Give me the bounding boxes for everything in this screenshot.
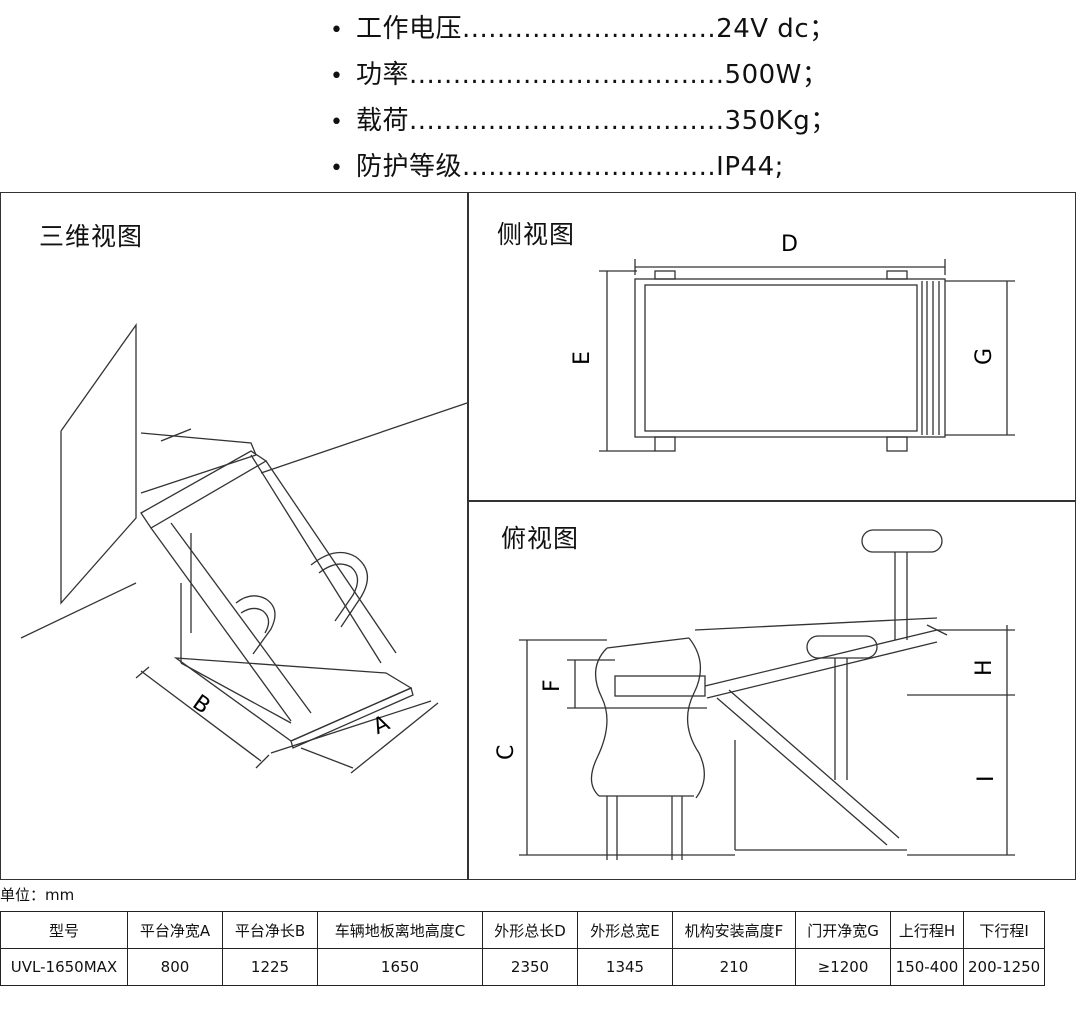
dim-label-f: F — [540, 679, 565, 692]
cell-height-f: 210 — [672, 948, 796, 986]
spec-load: 载荷....................................35… — [330, 98, 837, 144]
cell-length-b: 1225 — [222, 948, 318, 986]
col-header-down-i: 下行程I — [962, 911, 1046, 949]
cell-length-d: 2350 — [482, 948, 578, 986]
cell-door-g: ≥1200 — [795, 948, 891, 986]
three-d-view-drawing: B A — [20, 322, 468, 774]
side-view-title: 侧视图 — [497, 220, 576, 249]
table-row: UVL-1650MAX 800 1225 1650 2350 1345 210 … — [0, 948, 1046, 986]
dim-label-c: C — [494, 745, 519, 760]
dim-label-d: D — [781, 232, 798, 257]
dim-label-e: E — [570, 351, 595, 365]
col-header-length-b: 平台净长B — [222, 911, 318, 949]
cell-width-a: 800 — [127, 948, 223, 986]
spec-power: 功率....................................50… — [330, 52, 837, 98]
three-d-view-title: 三维视图 — [39, 222, 144, 251]
top-view-drawing: C F H I — [494, 529, 1015, 860]
col-header-height-f: 机构安装高度F — [672, 911, 796, 949]
col-header-length-d: 外形总长D — [482, 911, 578, 949]
cell-height-c: 1650 — [317, 948, 483, 986]
spec-table: 型号 平台净宽A 平台净长B 车辆地板离地高度C 外形总长D 外形总宽E 机构安… — [0, 911, 1046, 986]
col-header-height-c: 车辆地板离地高度C — [317, 911, 483, 949]
cell-model: UVL-1650MAX — [0, 948, 128, 986]
dim-label-i: I — [974, 776, 999, 783]
side-view-drawing: D E G — [570, 232, 1015, 452]
col-header-up-h: 上行程H — [890, 911, 964, 949]
dim-label-b: B — [188, 690, 215, 719]
spec-protection: 防护等级.............................IP44; — [330, 144, 837, 190]
cell-up-h: 150-400 — [890, 948, 964, 986]
cell-width-e: 1345 — [577, 948, 673, 986]
panel-divider-horizontal — [467, 500, 1075, 502]
spec-list: 工作电压.............................24V dc；… — [330, 6, 837, 190]
col-header-width-e: 外形总宽E — [577, 911, 673, 949]
unit-label: 单位：mm — [0, 886, 75, 904]
col-header-width-a: 平台净宽A — [127, 911, 223, 949]
col-header-door-g: 门开净宽G — [795, 911, 891, 949]
table-header-row: 型号 平台净宽A 平台净长B 车辆地板离地高度C 外形总长D 外形总宽E 机构安… — [0, 911, 1046, 949]
cell-down-i: 200-1250 — [962, 948, 1046, 986]
panel-divider-vertical — [467, 193, 469, 879]
dim-label-g: G — [972, 348, 997, 365]
dim-label-h: H — [972, 659, 997, 676]
col-header-model: 型号 — [0, 911, 128, 949]
spec-voltage: 工作电压.............................24V dc； — [330, 6, 837, 52]
top-view-title: 俯视图 — [501, 524, 580, 553]
drawing-figure: 三维视图 — [0, 192, 1076, 880]
dim-label-a: A — [369, 711, 393, 740]
